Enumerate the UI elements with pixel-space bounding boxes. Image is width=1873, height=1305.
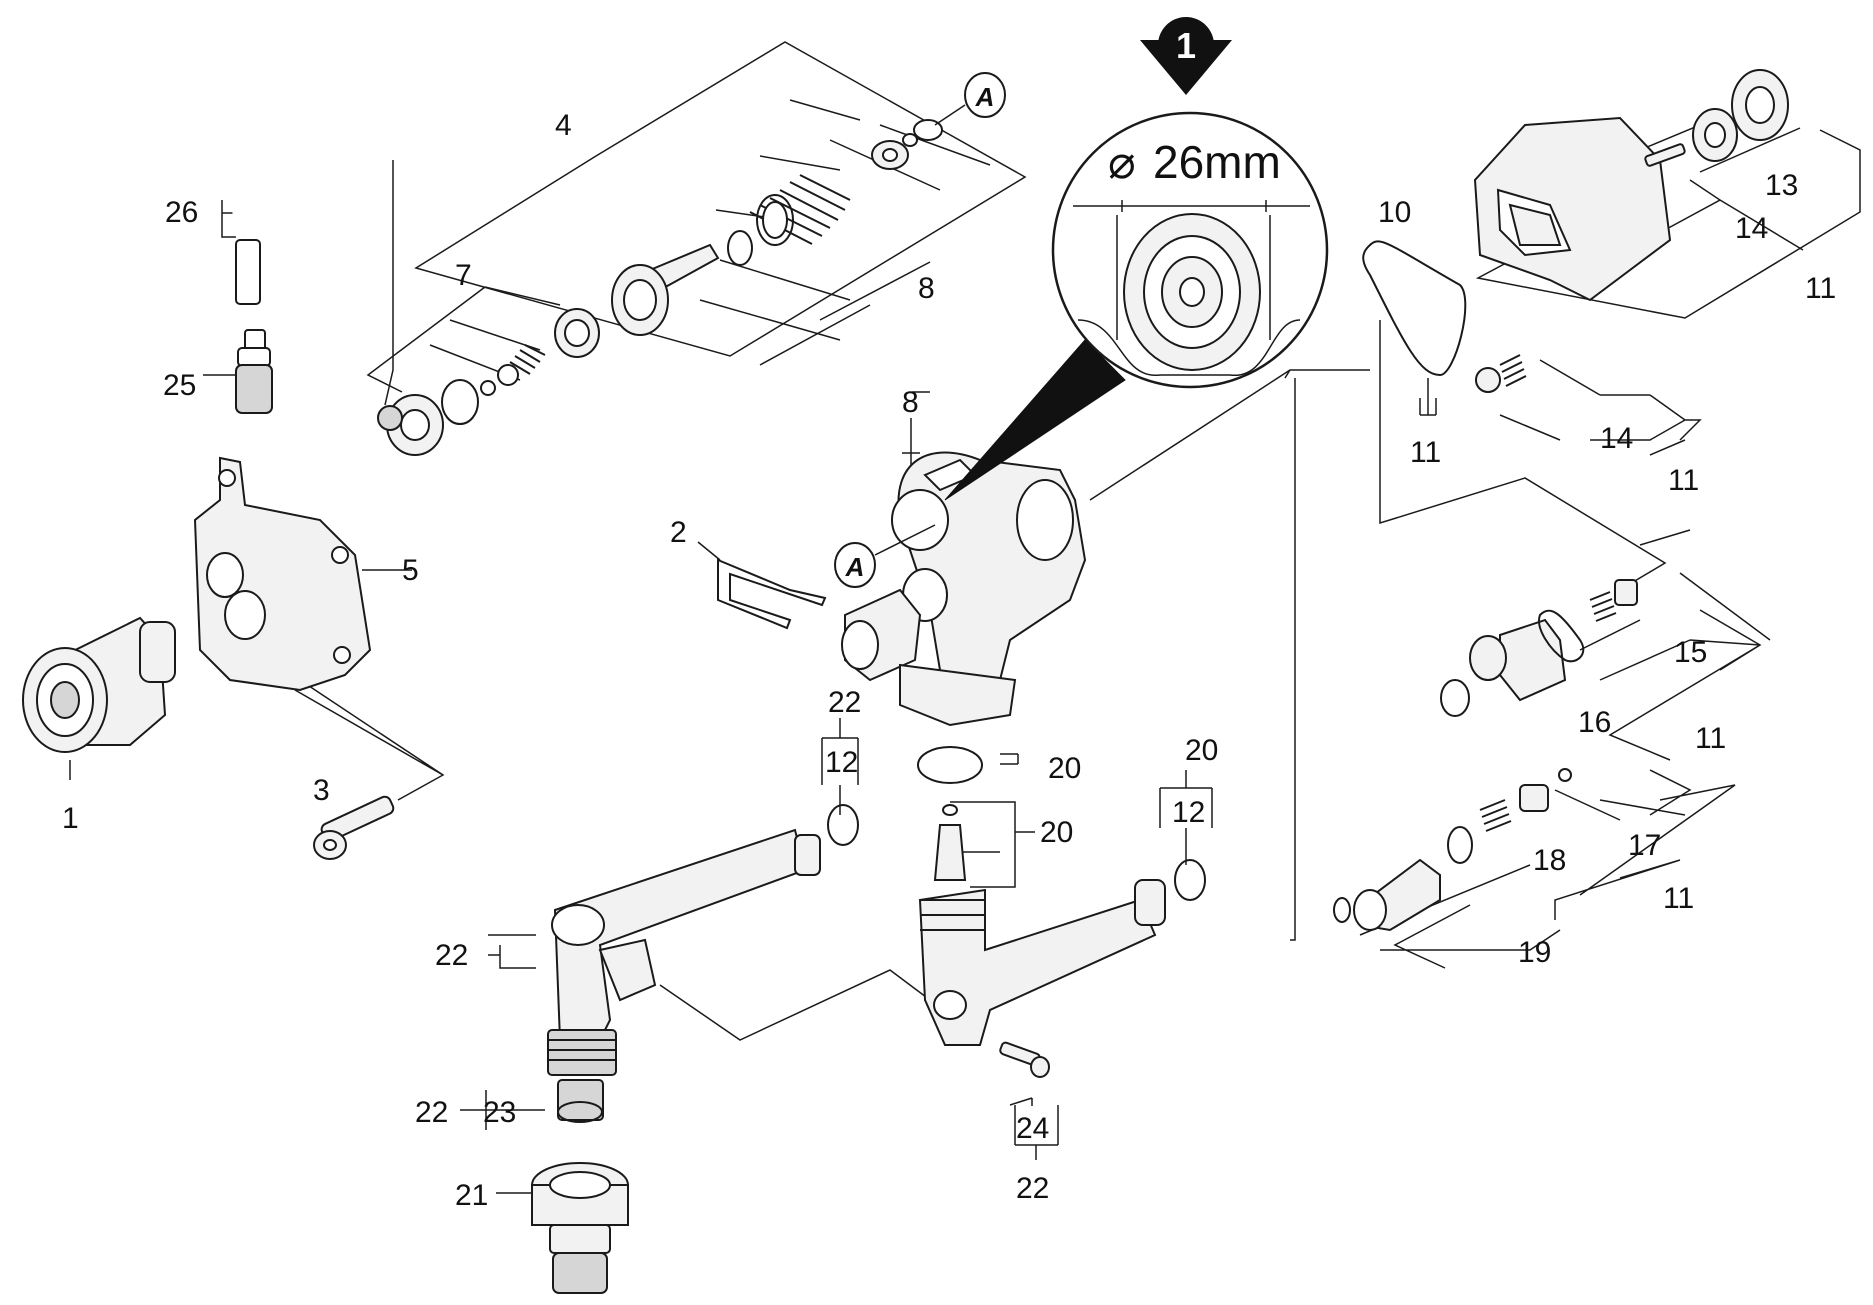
detail-dimension: 26mm	[1153, 136, 1281, 188]
tap-connector-21	[531, 1162, 629, 1294]
detail-marker-number: 1	[1176, 25, 1196, 66]
label-22-left: 22	[435, 939, 468, 972]
label-26: 25	[163, 369, 196, 402]
label-11-d: 11	[1695, 722, 1726, 755]
connection-label-valve: A	[845, 552, 865, 582]
label-12-left: 12	[825, 746, 858, 779]
label-23: 23	[483, 1096, 516, 1129]
label-12-right: 12	[1172, 796, 1205, 829]
label-11-a: 11	[1410, 436, 1441, 469]
o-ring-12-left	[827, 804, 859, 846]
label-10: 10	[1378, 196, 1411, 229]
connection-marker-top: A	[934, 72, 1006, 126]
gasket-10	[1362, 240, 1467, 377]
detail-view: ⌀ 26mm	[1051, 111, 1329, 389]
screw-24	[999, 1041, 1050, 1078]
label-5: 5	[402, 554, 419, 587]
leader-lines	[69, 41, 1861, 1194]
cap-13	[1644, 69, 1789, 167]
label-11-b: 11	[1805, 272, 1836, 305]
valve-15-16	[1440, 579, 1638, 717]
pump-head-11	[1473, 116, 1672, 302]
label-8-top: 8	[918, 272, 935, 305]
label-8-center: 8	[902, 386, 919, 419]
detail-marker: 1	[1140, 17, 1232, 95]
label-1: 1	[62, 802, 79, 835]
pipe-assembly-left	[547, 828, 821, 1121]
label-22-lower: 22	[415, 1096, 448, 1129]
label-14-mid: 14	[1600, 422, 1633, 455]
o-ring-20	[917, 746, 983, 881]
connection-marker-valve: A	[834, 524, 936, 588]
valve-body	[841, 451, 1087, 727]
label-16: 16	[1578, 706, 1611, 739]
connection-label-top: A	[975, 82, 995, 112]
label-22-top: 22	[828, 686, 861, 719]
label-17: 17	[1628, 829, 1661, 862]
label-2: 2	[670, 516, 687, 549]
label-7: 7	[455, 259, 472, 292]
valve-14	[1475, 354, 1527, 393]
label-22-bottom: 22	[1016, 1172, 1049, 1205]
housing-cover-5	[193, 456, 372, 692]
label-20-lower: 20	[1040, 816, 1073, 849]
label-20-right: 20	[1185, 734, 1218, 767]
label-11-c: 11	[1668, 464, 1699, 497]
quick-coupling-1	[22, 616, 176, 753]
screw-3	[313, 795, 395, 860]
label-14-top: 14	[1735, 212, 1768, 245]
label-25: 26	[165, 196, 198, 229]
o-ring-12-right	[1174, 859, 1206, 901]
label-21: 21	[455, 1179, 488, 1212]
label-4: 4	[555, 109, 572, 142]
label-18: 18	[1533, 844, 1566, 877]
detail-pointer	[944, 339, 1126, 501]
hose-25	[156, 12, 405, 406]
valve-parts-7	[377, 308, 600, 456]
part-labels: 26 25 4 7 8 8 5 1 2 3 10 11 13 14 11 14 …	[62, 109, 1836, 1212]
label-13: 13	[1765, 169, 1798, 202]
valve-17-18-19	[1333, 768, 1572, 932]
filter-26	[235, 329, 273, 414]
label-19: 19	[1518, 936, 1551, 969]
valve-parts-4	[611, 119, 943, 336]
label-3: 3	[313, 774, 330, 807]
label-24: 24	[1016, 1112, 1049, 1145]
clip-2	[717, 558, 827, 630]
label-11-e: 11	[1663, 882, 1694, 915]
label-15: 15	[1674, 636, 1707, 669]
label-20-center: 20	[1048, 752, 1081, 785]
pipe-assembly-right	[918, 879, 1166, 1046]
seal-23	[557, 1101, 603, 1123]
diameter-symbol: ⌀	[1108, 136, 1136, 188]
